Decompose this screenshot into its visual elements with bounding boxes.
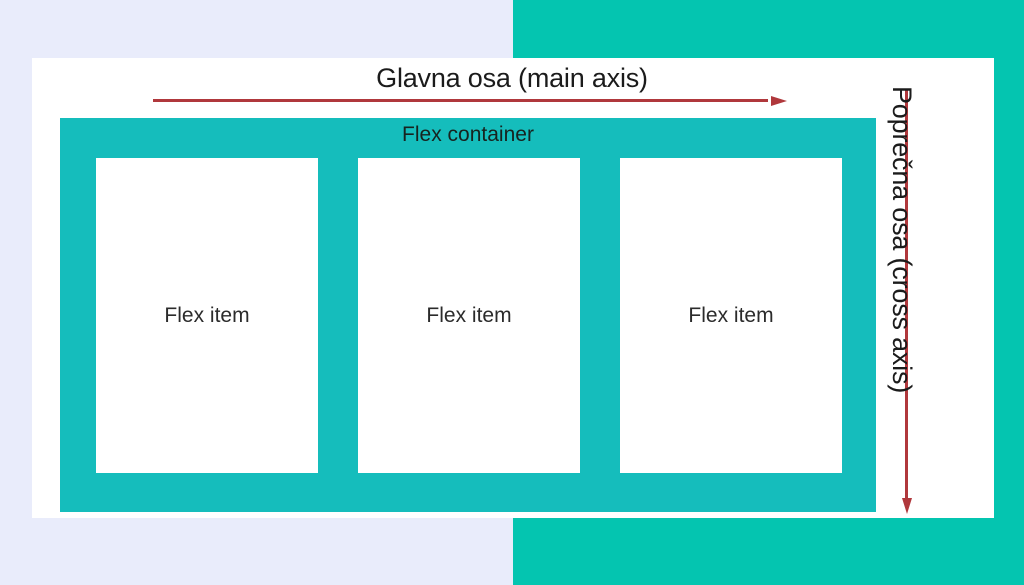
flex-item-label: Flex item (688, 303, 774, 327)
cross-axis-arrow-head (902, 498, 912, 514)
flex-item-label: Flex item (164, 303, 250, 327)
cross-axis-arrow-down-icon (902, 90, 912, 514)
main-axis-arrow-shaft (153, 99, 768, 102)
main-axis-arrow-head (771, 96, 787, 106)
flex-container-label: Flex container (402, 123, 534, 146)
flex-item-box: Flex item (358, 158, 580, 473)
cross-axis-arrow-shaft (905, 90, 908, 498)
main-axis-label: Glavna osa (main axis) (376, 63, 648, 93)
cross-axis-label: Poprečna osa (cross axis) (887, 86, 917, 394)
diagram-card: Glavna osa (main axis) Poprečna osa (cro… (32, 58, 994, 518)
flex-item-box: Flex item (620, 158, 842, 473)
flex-container-box: Flex container Flex item Flex item Flex … (60, 118, 876, 512)
flex-item-label: Flex item (426, 303, 512, 327)
flex-item-box: Flex item (96, 158, 318, 473)
main-axis-arrow-right-icon (153, 96, 787, 106)
